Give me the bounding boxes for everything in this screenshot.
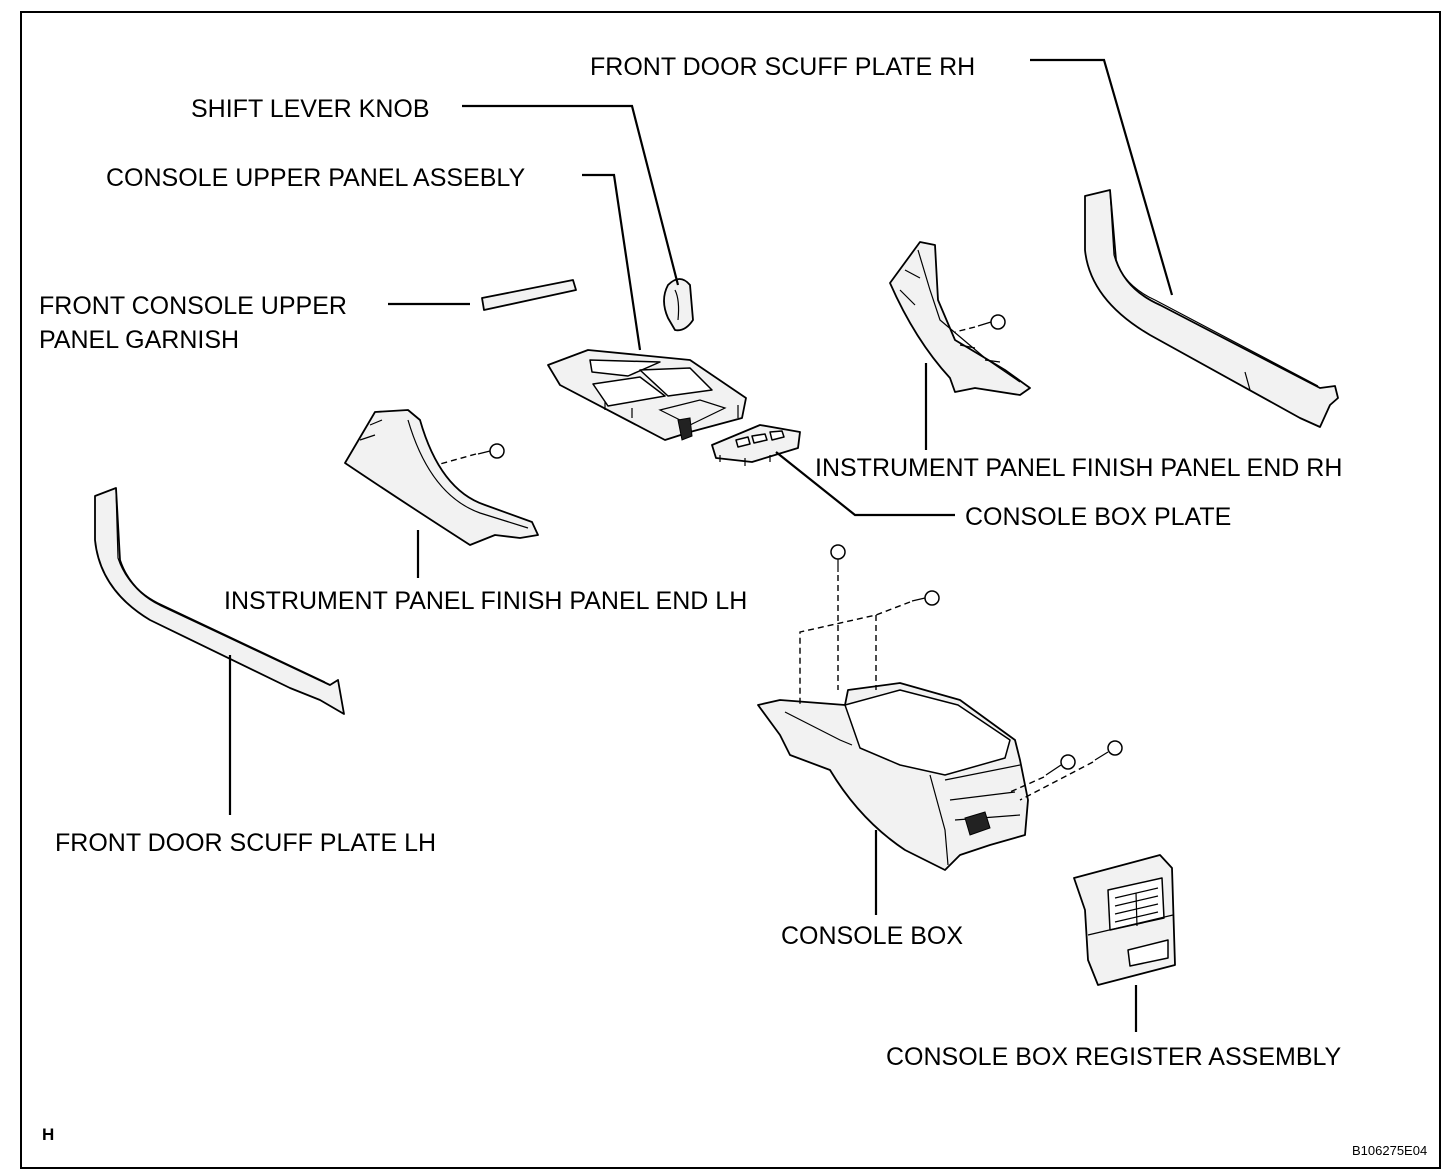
shift-lever-knob-part xyxy=(663,278,694,332)
screw-console-rear-2 xyxy=(1094,740,1123,761)
label-console-box-plate: CONSOLE BOX PLATE xyxy=(965,503,1231,531)
finish-panel-end-lh-part xyxy=(344,409,539,546)
label-front-door-scuff-plate-rh: FRONT DOOR SCUFF PLATE RH xyxy=(590,53,975,81)
label-console-box: CONSOLE BOX xyxy=(781,922,963,950)
leader-console-upper-panel xyxy=(582,173,642,351)
leader-scuff-plate-rh xyxy=(1030,58,1174,296)
finish-panel-end-rh-part xyxy=(889,241,1031,396)
front-door-scuff-plate-lh-part xyxy=(94,487,345,715)
dash-console-frame xyxy=(799,601,911,705)
label-instrument-panel-finish-panel-end-lh: INSTRUMENT PANEL FINISH PANEL END LH xyxy=(224,587,747,615)
leader-console-box-plate xyxy=(775,451,955,517)
label-console-box-register-assembly: CONSOLE BOX REGISTER ASSEMBLY xyxy=(886,1043,1342,1071)
leader-shift-lever-knob xyxy=(462,104,680,286)
label-front-console-upper-panel-garnish-line2: PANEL GARNISH xyxy=(39,326,239,354)
console-register-part xyxy=(1073,854,1176,986)
screw-rh xyxy=(977,314,1006,330)
screw-lh xyxy=(477,443,505,459)
dash-screw-lh xyxy=(439,453,477,465)
screw-console-rear-1 xyxy=(1045,754,1076,776)
dash-screw-rh xyxy=(954,326,976,333)
screw-console-top-right xyxy=(911,590,940,606)
front-door-scuff-plate-rh-part xyxy=(1084,189,1339,428)
screw-console-top xyxy=(830,544,846,572)
console-box-part xyxy=(757,682,1029,871)
label-instrument-panel-finish-panel-end-rh: INSTRUMENT PANEL FINISH PANEL END RH xyxy=(815,454,1342,482)
diagram-frame xyxy=(20,11,1441,1169)
figure-code: B106275E04 xyxy=(1352,1143,1427,1158)
label-front-door-scuff-plate-lh: FRONT DOOR SCUFF PLATE LH xyxy=(55,829,436,857)
label-console-upper-panel-assebly: CONSOLE UPPER PANEL ASSEBLY xyxy=(106,164,525,192)
garnish-strip-part xyxy=(481,279,577,311)
console-upper-panel-part xyxy=(547,349,747,441)
label-shift-lever-knob: SHIFT LEVER KNOB xyxy=(191,95,430,123)
label-front-console-upper-panel-garnish-line1: FRONT CONSOLE UPPER xyxy=(39,292,347,320)
dash-console-rear xyxy=(1009,761,1094,801)
corner-letter: H xyxy=(42,1125,54,1144)
